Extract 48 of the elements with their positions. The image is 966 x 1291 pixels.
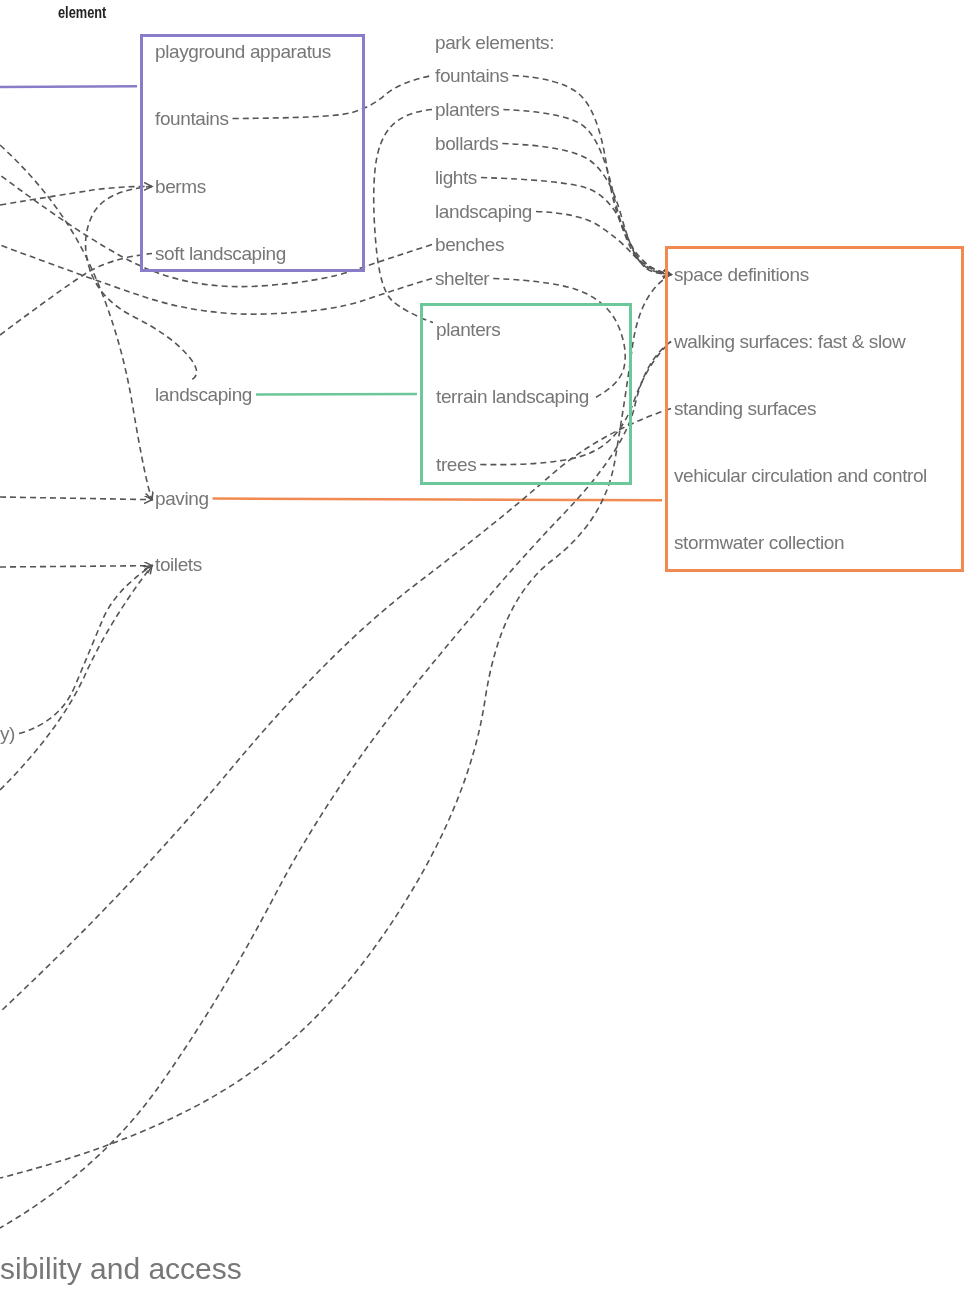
item-label: berms bbox=[155, 175, 206, 198]
item-label: planters bbox=[436, 318, 501, 341]
group-box bbox=[140, 34, 365, 272]
dashed-connector bbox=[492, 277, 626, 400]
dashed-connector bbox=[0, 564, 153, 791]
dashed-connector bbox=[0, 144, 155, 501]
item-label: vehicular circulation and control bbox=[674, 464, 927, 487]
item-label: y) bbox=[0, 722, 16, 745]
dashed-connector bbox=[0, 244, 433, 315]
dashed-connector bbox=[535, 210, 672, 278]
dashed-connector bbox=[372, 108, 434, 324]
item-label: toilets bbox=[155, 553, 202, 576]
dashed-connector bbox=[0, 407, 672, 1013]
item-label: planters bbox=[435, 98, 500, 121]
item-label: standing surfaces bbox=[674, 397, 817, 420]
dashed-connector bbox=[0, 494, 153, 505]
item-label: trees bbox=[436, 453, 477, 476]
item-label: benches bbox=[435, 233, 505, 256]
dashed-connector bbox=[0, 560, 153, 571]
dashed-connector bbox=[18, 564, 153, 735]
connector-line bbox=[256, 392, 417, 396]
item-label: soft landscaping bbox=[155, 242, 286, 265]
dashed-connector bbox=[0, 252, 153, 336]
item-label: playground apparatus bbox=[155, 40, 331, 63]
dashed-connector bbox=[480, 176, 672, 279]
dashed-connector bbox=[0, 174, 433, 288]
group-box bbox=[665, 246, 964, 572]
item-label: space definitions bbox=[674, 263, 809, 286]
item-label: stormwater collection bbox=[674, 531, 845, 554]
column-heading: element bbox=[58, 4, 107, 22]
dashed-connector bbox=[0, 181, 153, 206]
list-heading: park elements: bbox=[435, 32, 554, 54]
item-label: walking surfaces: fast & slow bbox=[674, 330, 906, 353]
connector-line bbox=[212, 497, 662, 502]
item-label: landscaping bbox=[435, 200, 532, 223]
item-label: bollards bbox=[435, 132, 499, 155]
dashed-connector bbox=[479, 340, 672, 466]
item-label: terrain landscaping bbox=[436, 385, 589, 408]
connector-line bbox=[0, 85, 137, 89]
item-label: fountains bbox=[435, 64, 509, 87]
caption: sibility and access bbox=[0, 1252, 242, 1286]
item-label: paving bbox=[155, 487, 209, 510]
item-label: landscaping bbox=[155, 383, 252, 406]
item-label: fountains bbox=[155, 107, 229, 130]
item-label: shelter bbox=[435, 267, 490, 290]
item-label: lights bbox=[435, 166, 477, 189]
dashed-connector bbox=[84, 185, 198, 382]
group-box bbox=[420, 303, 632, 485]
